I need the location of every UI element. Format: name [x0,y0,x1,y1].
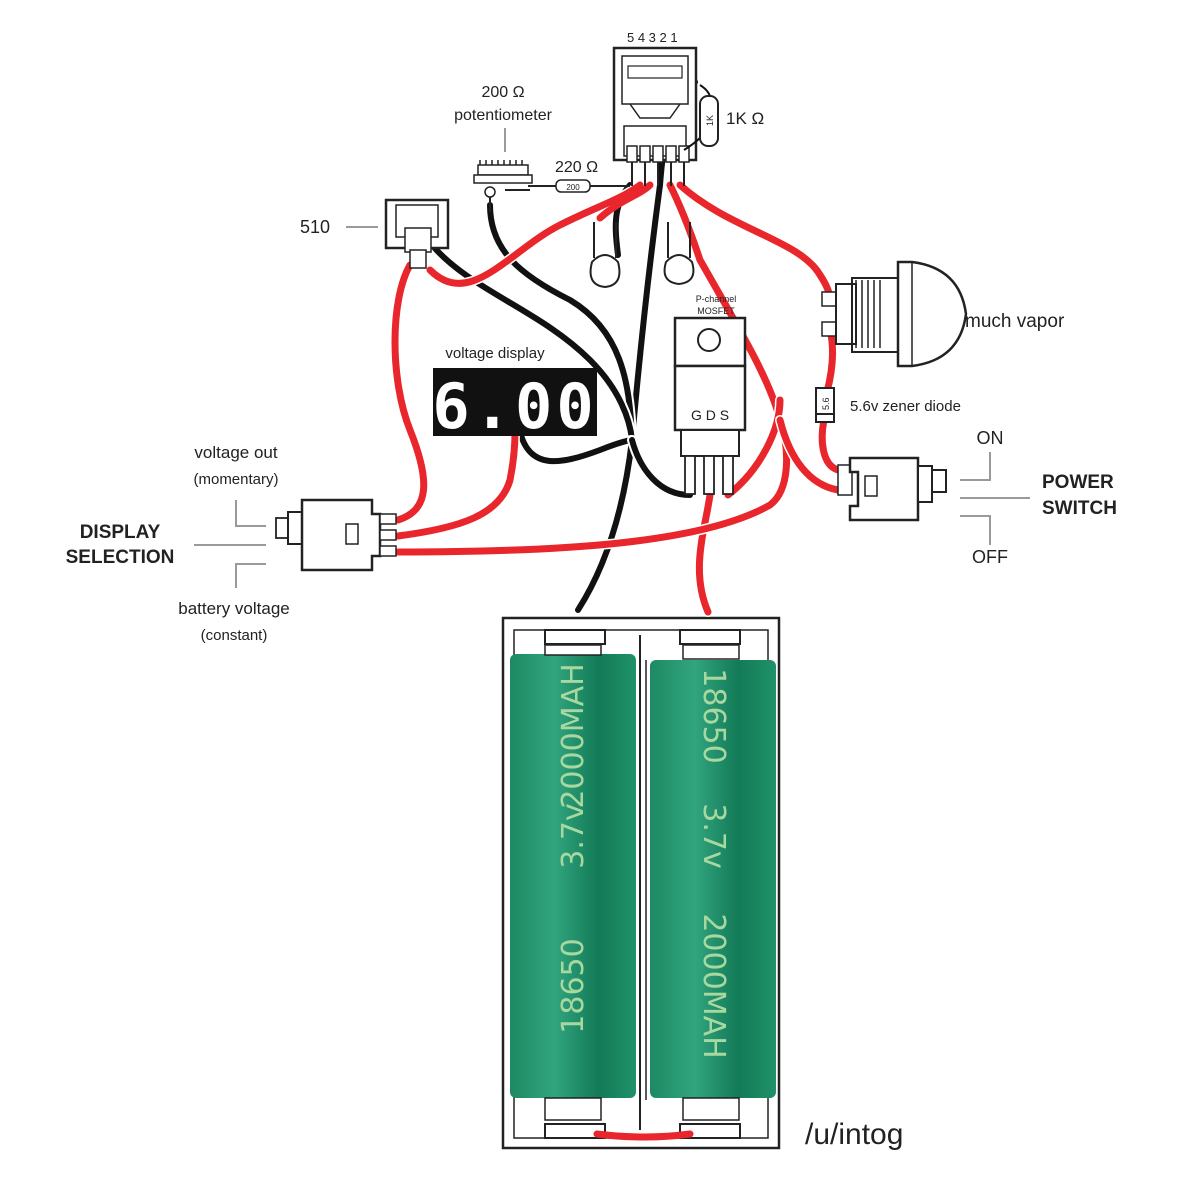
resistor-1k: 1K [683,84,719,151]
capacitor-left [589,222,621,289]
battery-right-capacity: 2000MAH [696,913,731,1058]
battery-left-type: 18650 [556,938,591,1033]
connector-510 [384,198,450,269]
battery-right-type: 18650 [696,668,731,763]
battery-left-capacity: 2000MAH [556,663,591,808]
battery-cell-right: 18650 3.7v 2000MAH [650,644,776,1121]
potentiometer [473,160,533,212]
power-switch-label-line1: POWER [1042,472,1114,493]
zener-diode: 5.6 [815,387,835,423]
resistor-220-label: 220 Ω [555,159,598,176]
power-switch[interactable] [837,456,947,522]
module-pin-numbers: 5 4 3 2 1 [627,30,678,45]
resistor-1k-marking: 1K [705,115,715,126]
power-off-label: OFF [972,547,1008,567]
capacitor-right [663,222,695,286]
fire-button-label: much vapor [965,311,1065,332]
potentiometer-label: potentiometer [454,107,553,124]
potentiometer-value: 200 Ω [481,84,524,101]
mosfet-pin-labels: G D S [691,407,729,423]
battery-left-voltage: 3.7v [556,803,591,868]
battery-voltage-label: battery voltage [178,599,290,618]
constant-label: (constant) [201,627,268,644]
battery-cell-left: 18650 3.7v 2000MAH [510,644,636,1121]
driver-module: 5 4 3 2 1 [612,30,698,186]
resistor-220-marking: 200 [566,183,580,192]
zener-diode-label: 5.6v zener diode [850,398,961,415]
battery-right-voltage: 3.7v [696,803,731,868]
mosfet: G D S [673,316,747,495]
voltage-display: 6.00 [432,368,597,443]
voltage-display-label: voltage display [445,345,545,362]
mosfet-label-line1: P-channel [696,294,737,304]
power-switch-label-line2: SWITCH [1042,498,1117,519]
display-selection-label-line1: DISPLAY [80,522,161,543]
display-selection-switch[interactable] [275,498,397,572]
display-selection-label-line2: SELECTION [66,547,175,568]
connector-510-label: 510 [300,217,330,237]
resistor-1k-label: 1K Ω [726,109,764,128]
voltage-display-value: 6.00 [432,370,597,443]
wires-positive [390,180,843,617]
resistor-220: 200 [528,179,630,193]
voltage-out-label: voltage out [194,443,277,462]
fire-button[interactable] [821,260,968,368]
zener-diode-marking: 5.6 [821,397,831,410]
momentary-label: (momentary) [193,471,278,488]
wire-series-link [593,1130,694,1141]
author-credit: /u/intog [805,1118,903,1151]
power-on-label: ON [977,428,1004,448]
mosfet-label-line2: MOSFET [697,306,735,316]
